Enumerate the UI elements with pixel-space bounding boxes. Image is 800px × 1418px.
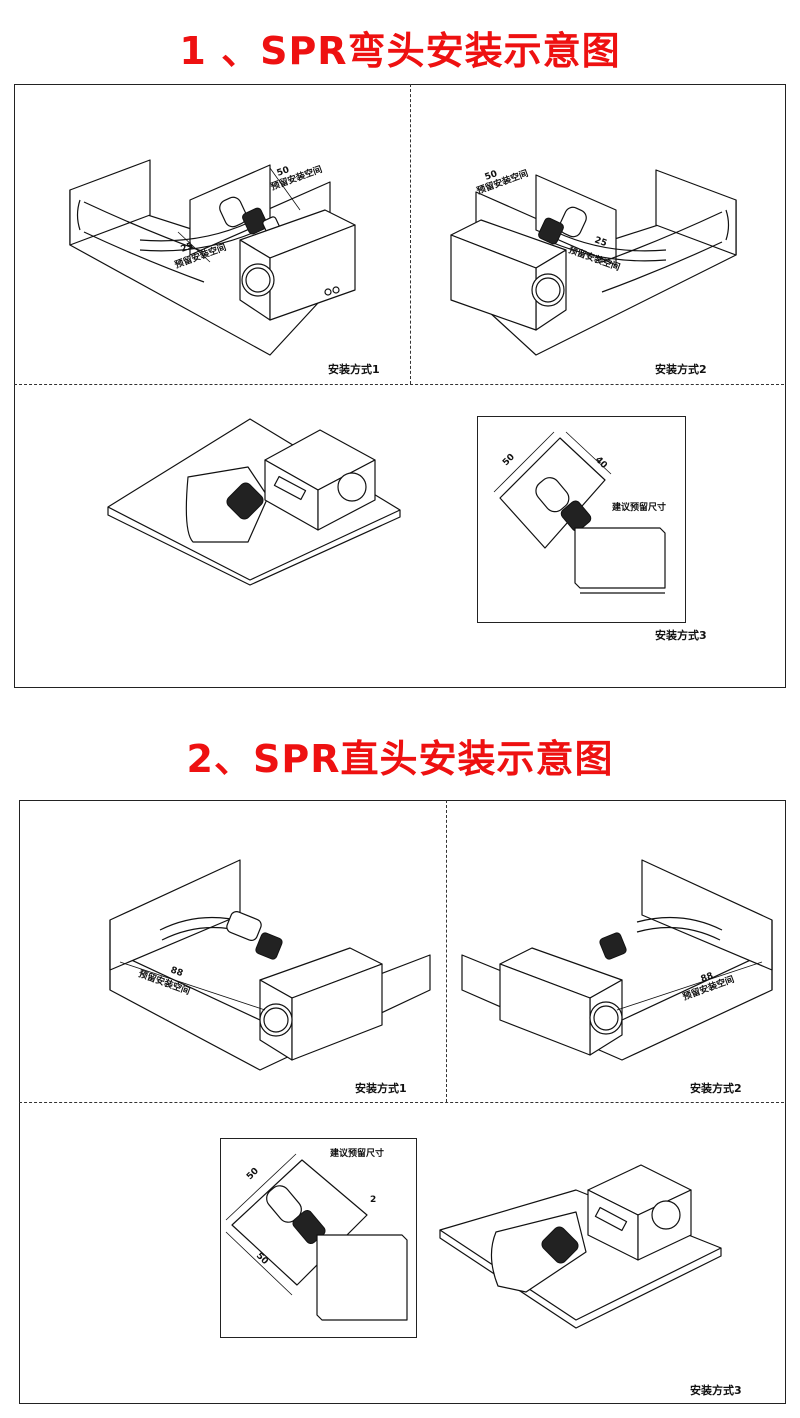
bend-slot: [76, 199, 205, 283]
s2p2-dim-a: 88: [700, 971, 715, 985]
sensor-box: [239, 209, 356, 321]
s1p3-dim-b: 40: [593, 455, 609, 471]
s1p3-dim-a: 50: [501, 452, 517, 468]
section2-horizontal-divider: [19, 1102, 784, 1103]
s2p3-dim-a: 50: [245, 1166, 261, 1182]
s1p1-dim-b: 25: [180, 241, 195, 255]
s1-way1-caption: 安装方式1: [328, 363, 380, 376]
s1p2-dim-a-label: 预留安装空间: [475, 167, 530, 197]
s1-way2-drawing: 50 预留安装空间 25 预留安装空间: [450, 167, 737, 356]
s2p3-dim-c: 2: [370, 1195, 376, 1205]
dimension-lines: [177, 167, 301, 263]
s2-way2-caption: 安装方式2: [690, 1082, 742, 1095]
s1-way1-drawing: 50 预留安装空间 25 预留安装空间: [69, 159, 356, 356]
s2-way2-drawing: 88 预留安装空间: [461, 859, 773, 1061]
s2p1-dim-a: 88: [169, 965, 184, 979]
s2-way3-right-drawing: [439, 1164, 722, 1329]
s1-way3-right-drawing: 50 40 建议预留尺寸: [493, 431, 666, 594]
s1p1-dim-a: 50: [276, 165, 291, 179]
s2-way1-caption: 安装方式1: [355, 1082, 407, 1095]
s2p3-note: 建议预留尺寸: [330, 1147, 384, 1159]
s2-way1-drawing: 88 预留安装空间: [109, 859, 431, 1071]
s1-way3-left-drawing: [107, 418, 401, 586]
s1p3-note: 建议预留尺寸: [612, 501, 666, 513]
s1-way3-caption: 安装方式3: [655, 629, 707, 642]
section1-title: 1 、SPR弯头安装示意图: [179, 29, 621, 73]
section2-vertical-divider: [446, 800, 447, 1102]
s1p2-dim-b: 25: [593, 235, 608, 249]
section2-title: 2、SPR直头安装示意图: [186, 737, 614, 781]
section1-vertical-divider: [410, 84, 411, 384]
s2-way3-left-drawing: 50 50 2 建议预留尺寸: [225, 1147, 408, 1321]
section1-horizontal-divider: [14, 384, 784, 385]
s2-way3-caption: 安装方式3: [690, 1384, 742, 1397]
s1-way2-caption: 安装方式2: [655, 363, 707, 376]
s1p2-dim-a: 50: [484, 169, 499, 183]
cable: [139, 221, 256, 252]
